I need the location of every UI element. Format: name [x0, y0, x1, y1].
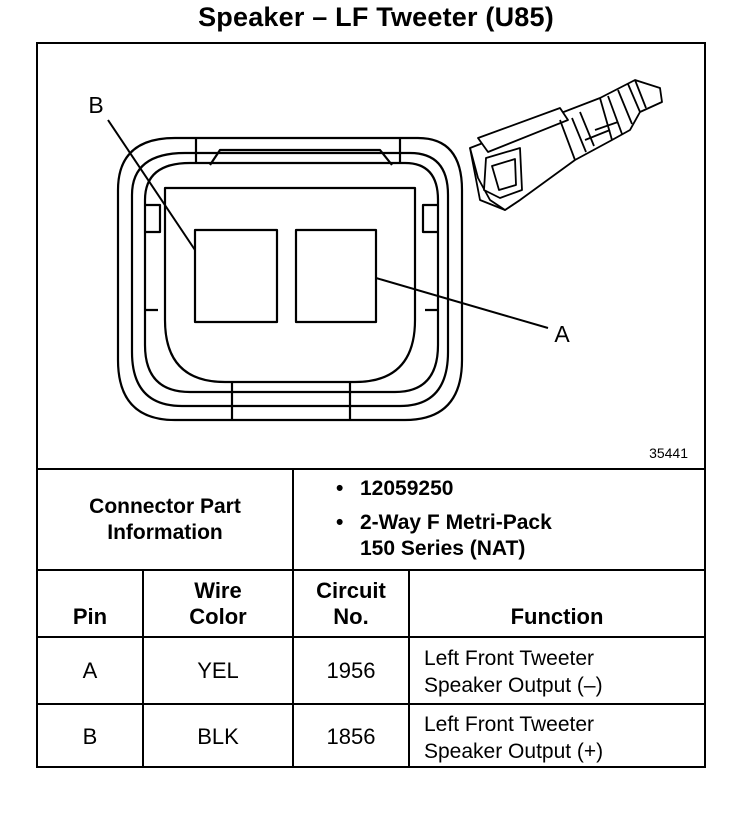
bullet: •: [336, 511, 344, 534]
header-circuit-line1: Circuit: [316, 577, 386, 603]
connector-label-line2: Information: [107, 520, 223, 544]
description-line2: 150 Series (NAT): [360, 537, 526, 560]
header-circuit: Circuit No.: [294, 571, 408, 636]
callout-b: B: [88, 92, 103, 118]
divider-row-a: [36, 703, 706, 705]
connector-face-diagram: B A 35441: [88, 79, 688, 461]
row-b-function-line2: Speaker Output (+): [424, 740, 604, 763]
table-frame: [36, 42, 706, 768]
leader-line-a: [375, 277, 549, 329]
header-function: Function: [510, 604, 604, 629]
divider-col-wire: [292, 569, 294, 768]
row-a-function-line2: Speaker Output (–): [424, 674, 603, 697]
row-b-circuit: 1856: [326, 723, 376, 749]
part-number: 12059250: [360, 477, 454, 500]
figure-number: 35441: [649, 445, 688, 461]
connector-part-info-label: Connector Part Information: [38, 470, 292, 569]
page-title: Speaker – LF Tweeter (U85): [198, 2, 554, 32]
callout-a: A: [554, 321, 570, 347]
row-b-wire-color: BLK: [197, 723, 239, 749]
leader-line-b: [107, 119, 196, 251]
divider-col-pin: [142, 569, 144, 768]
bullet: •: [336, 477, 344, 500]
list-item-part-number: • 12059250: [336, 476, 552, 502]
header-wire-color: Wire Color: [144, 571, 292, 636]
row-a-pin: A: [82, 657, 98, 683]
list-item-description: • 2-Way F Metri-Pack 150 Series (NAT): [336, 510, 552, 562]
row-a-wire-color: YEL: [197, 657, 239, 683]
divider-col-circuit: [408, 569, 410, 768]
header-wire-line1: Wire: [194, 577, 242, 603]
description-line1: 2-Way F Metri-Pack: [360, 511, 552, 534]
row-b-function: Left Front Tweeter Speaker Output (+): [424, 711, 603, 765]
row-b-pin: B: [82, 723, 98, 749]
connector-perspective-drawing: [469, 79, 663, 211]
row-a-circuit: 1956: [326, 657, 376, 683]
row-b-function-line1: Left Front Tweeter: [424, 713, 595, 736]
divider-header: [36, 636, 706, 638]
divider-diagram: [36, 468, 706, 470]
row-a-function: Left Front Tweeter Speaker Output (–): [424, 645, 603, 699]
row-a-function-line1: Left Front Tweeter: [424, 647, 595, 670]
header-circuit-line2: No.: [333, 603, 369, 629]
connector-label-line1: Connector Part: [89, 494, 241, 518]
header-pin: Pin: [72, 604, 108, 629]
divider-info-vertical: [292, 468, 294, 569]
header-wire-line2: Color: [189, 603, 247, 629]
divider-connector-info: [36, 569, 706, 571]
connector-info-list: • 12059250 • 2-Way F Metri-Pack 150 Seri…: [336, 476, 552, 562]
